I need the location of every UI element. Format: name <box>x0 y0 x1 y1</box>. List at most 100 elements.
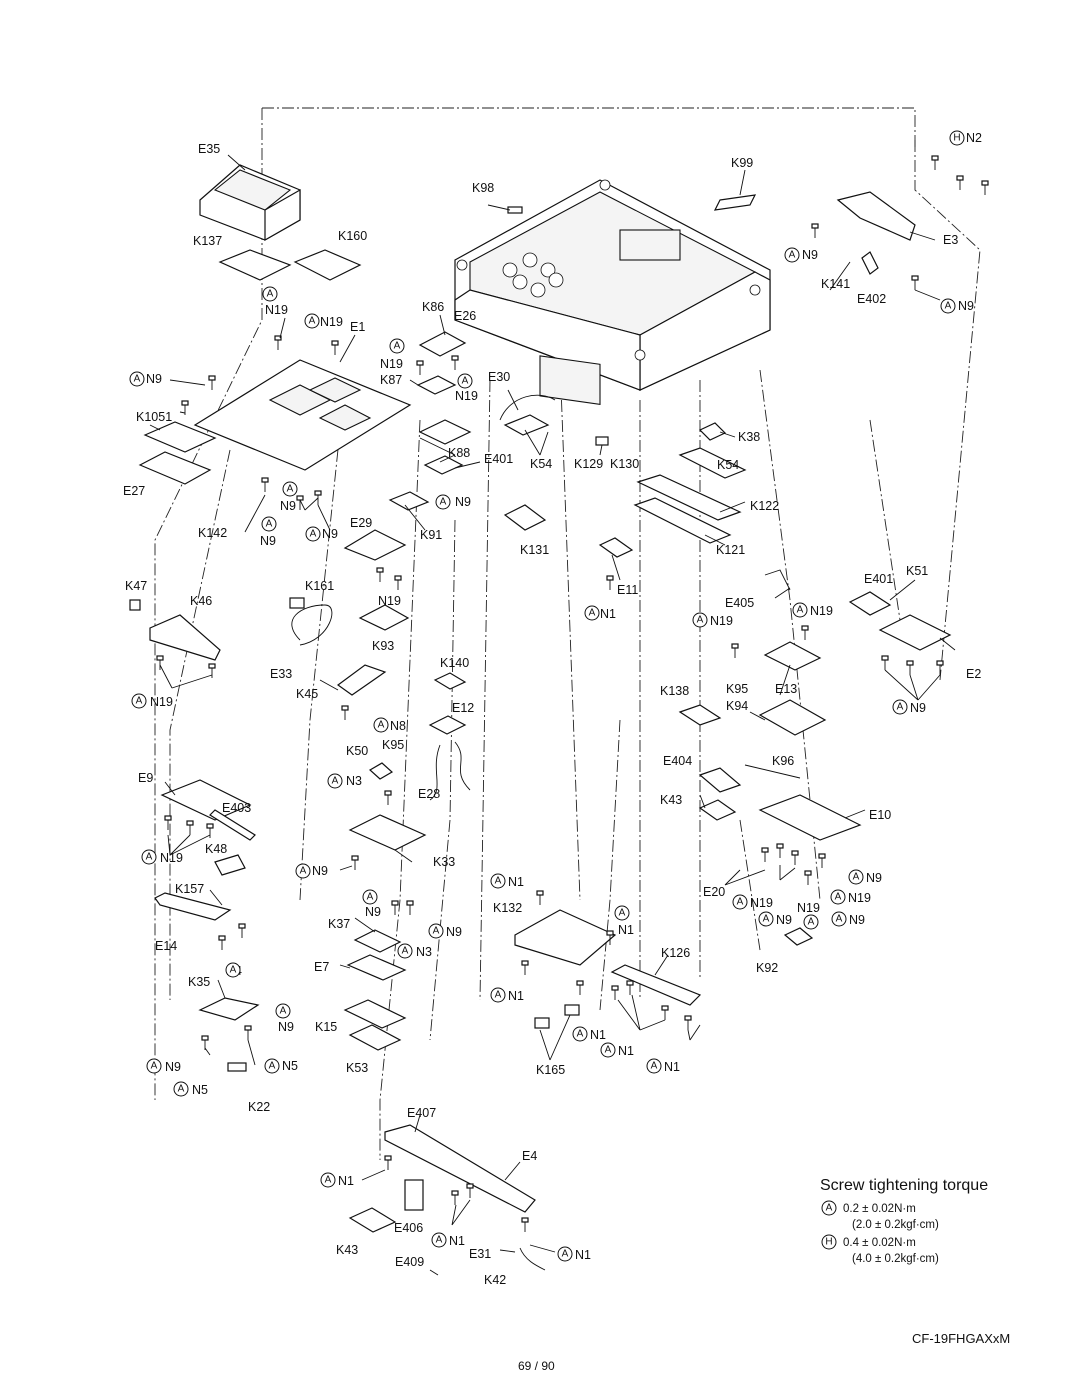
label-n19: N19 <box>750 896 773 910</box>
part-e401 <box>418 419 472 445</box>
label-e27: E27 <box>123 484 145 498</box>
label-n1: N1 <box>618 1044 634 1058</box>
svg-text:A: A <box>897 702 904 713</box>
part-k138 <box>678 704 722 726</box>
legend-value-a: 0.2 ± 0.02N·m <box>843 1203 916 1215</box>
svg-text:A: A <box>797 605 804 616</box>
part-k54 <box>503 414 550 436</box>
alignment-lines <box>154 107 981 1160</box>
svg-text:A: A <box>402 946 409 957</box>
mark-a: A <box>600 1042 616 1058</box>
label-e20: E20 <box>703 885 725 899</box>
label-n1: N1 <box>664 1060 680 1074</box>
mark-a: A <box>848 869 864 885</box>
label-n19: N19 <box>150 695 173 709</box>
mark-a: A <box>431 1232 447 1248</box>
mark-a: A <box>892 699 908 715</box>
label-n19: N19 <box>848 891 871 905</box>
mark-a: A <box>362 889 378 905</box>
label-e30: E30 <box>488 370 510 384</box>
label-n9: N9 <box>849 913 865 927</box>
label-k94: K94 <box>726 699 748 713</box>
label-k51: K51 <box>906 564 928 578</box>
part-k121 <box>633 497 732 544</box>
part-k43 <box>698 799 737 821</box>
mark-a: A <box>435 494 451 510</box>
bottom-case <box>454 179 771 405</box>
mark-a: A <box>584 605 600 621</box>
model-number: CF-19FHGAXxM <box>912 1331 1010 1346</box>
label-n1: N1 <box>575 1248 591 1262</box>
part-k131 <box>503 504 547 531</box>
label-k122: K122 <box>750 499 779 513</box>
label-k46: K46 <box>190 594 212 608</box>
cable-e31 <box>519 1247 546 1271</box>
label-e14: E14 <box>155 939 177 953</box>
label-k93: K93 <box>372 639 394 653</box>
label-n5: N5 <box>192 1083 208 1097</box>
label-n9: N9 <box>165 1060 181 1074</box>
svg-text:A: A <box>605 1045 612 1056</box>
label-k35: K35 <box>188 975 210 989</box>
label-e402: E402 <box>857 292 886 306</box>
board-e9 <box>160 779 252 821</box>
label-k121: K121 <box>716 543 745 557</box>
svg-text:A: A <box>325 1175 332 1186</box>
svg-text:A: A <box>433 926 440 937</box>
svg-text:A: A <box>462 376 469 387</box>
cable-e28 <box>429 741 471 801</box>
mark-a: A <box>389 338 405 354</box>
bracket-k35 <box>198 997 260 1021</box>
label-n19: N19 <box>265 303 288 317</box>
mark-a: A <box>141 849 157 865</box>
label-k142: K142 <box>198 526 227 540</box>
label-k157: K157 <box>175 882 204 896</box>
label-k45: K45 <box>296 687 318 701</box>
svg-text:A: A <box>763 914 770 925</box>
label-n19: N19 <box>797 901 820 915</box>
part-k37 <box>353 929 402 953</box>
label-e403: E403 <box>222 801 251 815</box>
label-n19: N19 <box>320 315 343 329</box>
part-e27 <box>138 451 212 485</box>
part-labels: E35 K137 K160 N19 N19 E1 N9 K1051 E27 K1… <box>123 131 982 1287</box>
label-e31: E31 <box>469 1247 491 1261</box>
svg-text:A: A <box>310 529 317 540</box>
label-k92: K92 <box>756 961 778 975</box>
mark-a: A <box>940 298 956 314</box>
label-k96: K96 <box>772 754 794 768</box>
svg-text:A: A <box>835 892 842 903</box>
part-k99 <box>713 194 757 211</box>
mark-a: A <box>225 962 241 978</box>
label-n9: N9 <box>958 299 974 313</box>
bracket-e3 <box>836 191 916 241</box>
legend-alt-a: (2.0 ± 0.2kgf·cm) <box>852 1219 939 1231</box>
part-k93 <box>358 604 410 631</box>
label-k37: K37 <box>328 917 350 931</box>
svg-text:A: A <box>562 1249 569 1260</box>
label-n9: N9 <box>776 913 792 927</box>
svg-text:A: A <box>300 866 307 877</box>
svg-text:A: A <box>280 1006 287 1017</box>
cable-e33 <box>291 604 333 646</box>
mark-a: A <box>457 373 473 389</box>
label-e405: E405 <box>725 596 754 610</box>
label-e11: E11 <box>617 583 638 597</box>
label-n9: N9 <box>365 905 381 919</box>
part-k165-a <box>534 1017 550 1029</box>
label-e3: E3 <box>943 233 958 247</box>
label-k43: K43 <box>660 793 682 807</box>
mark-a: A <box>373 717 389 733</box>
mark-h: H <box>949 130 965 146</box>
label-n9: N9 <box>312 864 328 878</box>
part-k48 <box>214 854 246 876</box>
svg-text:A: A <box>146 852 153 863</box>
label-k87: K87 <box>380 373 402 387</box>
label-n1: N1 <box>508 989 524 1003</box>
cable-e30 <box>499 394 556 421</box>
part-k129 <box>595 436 609 446</box>
legend-value-h: 0.4 ± 0.02N·m <box>843 1237 916 1249</box>
label-k131: K131 <box>520 543 549 557</box>
label-k160: K160 <box>338 229 367 243</box>
